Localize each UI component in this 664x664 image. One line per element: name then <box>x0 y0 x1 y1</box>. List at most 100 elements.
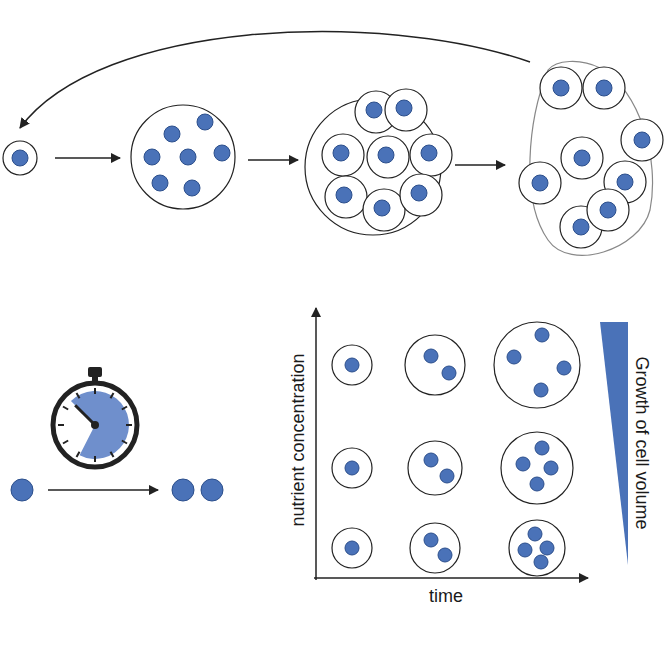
nucleus-dot <box>201 479 223 501</box>
process-arrow <box>248 159 298 161</box>
nucleus-dot <box>421 145 437 161</box>
nucleus-dot <box>180 149 196 165</box>
nucleus-dot <box>442 366 456 380</box>
nucleus-dot <box>557 361 571 375</box>
cell-outline <box>400 174 442 216</box>
nucleus-dot <box>345 358 359 372</box>
cell-outline <box>367 136 409 178</box>
y-axis <box>315 308 317 580</box>
stopwatch-tick <box>63 441 68 444</box>
nucleus-dot <box>532 175 548 191</box>
stopwatch-tick <box>111 452 114 457</box>
cell-outline <box>322 134 364 176</box>
nucleus-dot <box>516 457 530 471</box>
nucleus-dot <box>12 150 28 166</box>
nucleus-dot <box>164 126 180 142</box>
stopwatch-tick <box>126 424 132 426</box>
nucleus-dot <box>534 383 548 397</box>
stopwatch-hand <box>75 405 95 425</box>
stopwatch-tick <box>94 388 96 394</box>
growth-wedge <box>600 322 628 565</box>
nucleus-dot <box>634 132 650 148</box>
cell-outline <box>332 345 372 385</box>
axis-label: nutrient concentration <box>289 353 307 526</box>
nucleus-dot <box>534 555 548 569</box>
nucleus-dot <box>152 175 168 191</box>
nucleus-dot <box>553 80 569 96</box>
nucleus-dot <box>411 185 427 201</box>
nucleus-dot <box>144 149 160 165</box>
x-axis <box>314 577 588 579</box>
process-arrow <box>55 157 120 159</box>
nucleus-dot <box>366 102 382 118</box>
cycle-return-arrow <box>20 32 530 128</box>
cell-outline <box>501 432 573 504</box>
cell-outline <box>561 137 603 179</box>
cell-outline <box>363 189 405 231</box>
nucleus-dot <box>544 461 558 475</box>
cell-outline <box>509 520 565 576</box>
cell-outline <box>405 335 465 395</box>
cell-outline <box>540 67 582 109</box>
nucleus-dot <box>374 200 390 216</box>
cell-outline <box>408 441 462 495</box>
cell-outline <box>410 134 452 176</box>
cell-outline <box>325 176 367 218</box>
stopwatch-tick <box>77 452 80 457</box>
stopwatch-tick <box>58 424 64 426</box>
nucleus-dot <box>172 479 194 501</box>
nucleus-dot <box>518 543 532 557</box>
nucleus-dot <box>617 174 633 190</box>
cell-outline <box>332 528 372 568</box>
nucleus-dot <box>197 114 213 130</box>
nucleus-dot <box>596 80 612 96</box>
nucleus-dot <box>440 469 454 483</box>
stopwatch-tick <box>122 407 127 410</box>
stopwatch-tick <box>77 393 80 398</box>
nucleus-dot <box>336 187 352 203</box>
nucleus-dot <box>535 441 549 455</box>
nucleus-dot <box>438 548 452 562</box>
nucleus-dot <box>378 147 394 163</box>
nucleus-dot <box>214 145 230 161</box>
cell-outline <box>519 162 561 204</box>
nucleus-dot <box>528 527 542 541</box>
nucleus-dot <box>345 541 359 555</box>
axis-label: time <box>429 587 463 605</box>
cell-outline <box>385 89 427 131</box>
cell-outline <box>131 105 235 209</box>
stopwatch-hub <box>91 421 99 429</box>
cell-outline <box>583 67 625 109</box>
nucleus-dot <box>540 541 554 555</box>
nucleus-dot <box>424 453 438 467</box>
elapsed-time-sector <box>71 391 129 459</box>
cell-outline <box>621 119 663 161</box>
stopwatch-tick <box>111 393 114 398</box>
stopwatch-tick <box>63 407 68 410</box>
nucleus-dot <box>184 180 200 196</box>
nucleus-dot <box>600 202 616 218</box>
nucleus-dot <box>507 350 521 364</box>
cell-outline <box>410 523 460 573</box>
nucleus-dot <box>573 219 589 235</box>
cell-outline <box>494 322 580 408</box>
cell-outline <box>3 141 37 175</box>
stopwatch-tick <box>94 456 96 462</box>
nucleus-dot <box>530 477 544 491</box>
process-arrow <box>455 164 505 166</box>
stopwatch-tick <box>122 441 127 444</box>
nucleus-dot <box>11 479 33 501</box>
nucleus-dot <box>535 328 549 342</box>
cell-outline <box>587 189 629 231</box>
cell-outline <box>332 448 372 488</box>
scale-label: Growth of cell volume <box>633 356 651 529</box>
nucleus-dot <box>333 145 349 161</box>
nucleus-dot <box>396 100 412 116</box>
process-arrow <box>48 489 158 491</box>
nucleus-dot <box>424 533 438 547</box>
nucleus-dot <box>345 461 359 475</box>
stopwatch-face <box>53 383 137 467</box>
nucleus-dot <box>424 349 438 363</box>
